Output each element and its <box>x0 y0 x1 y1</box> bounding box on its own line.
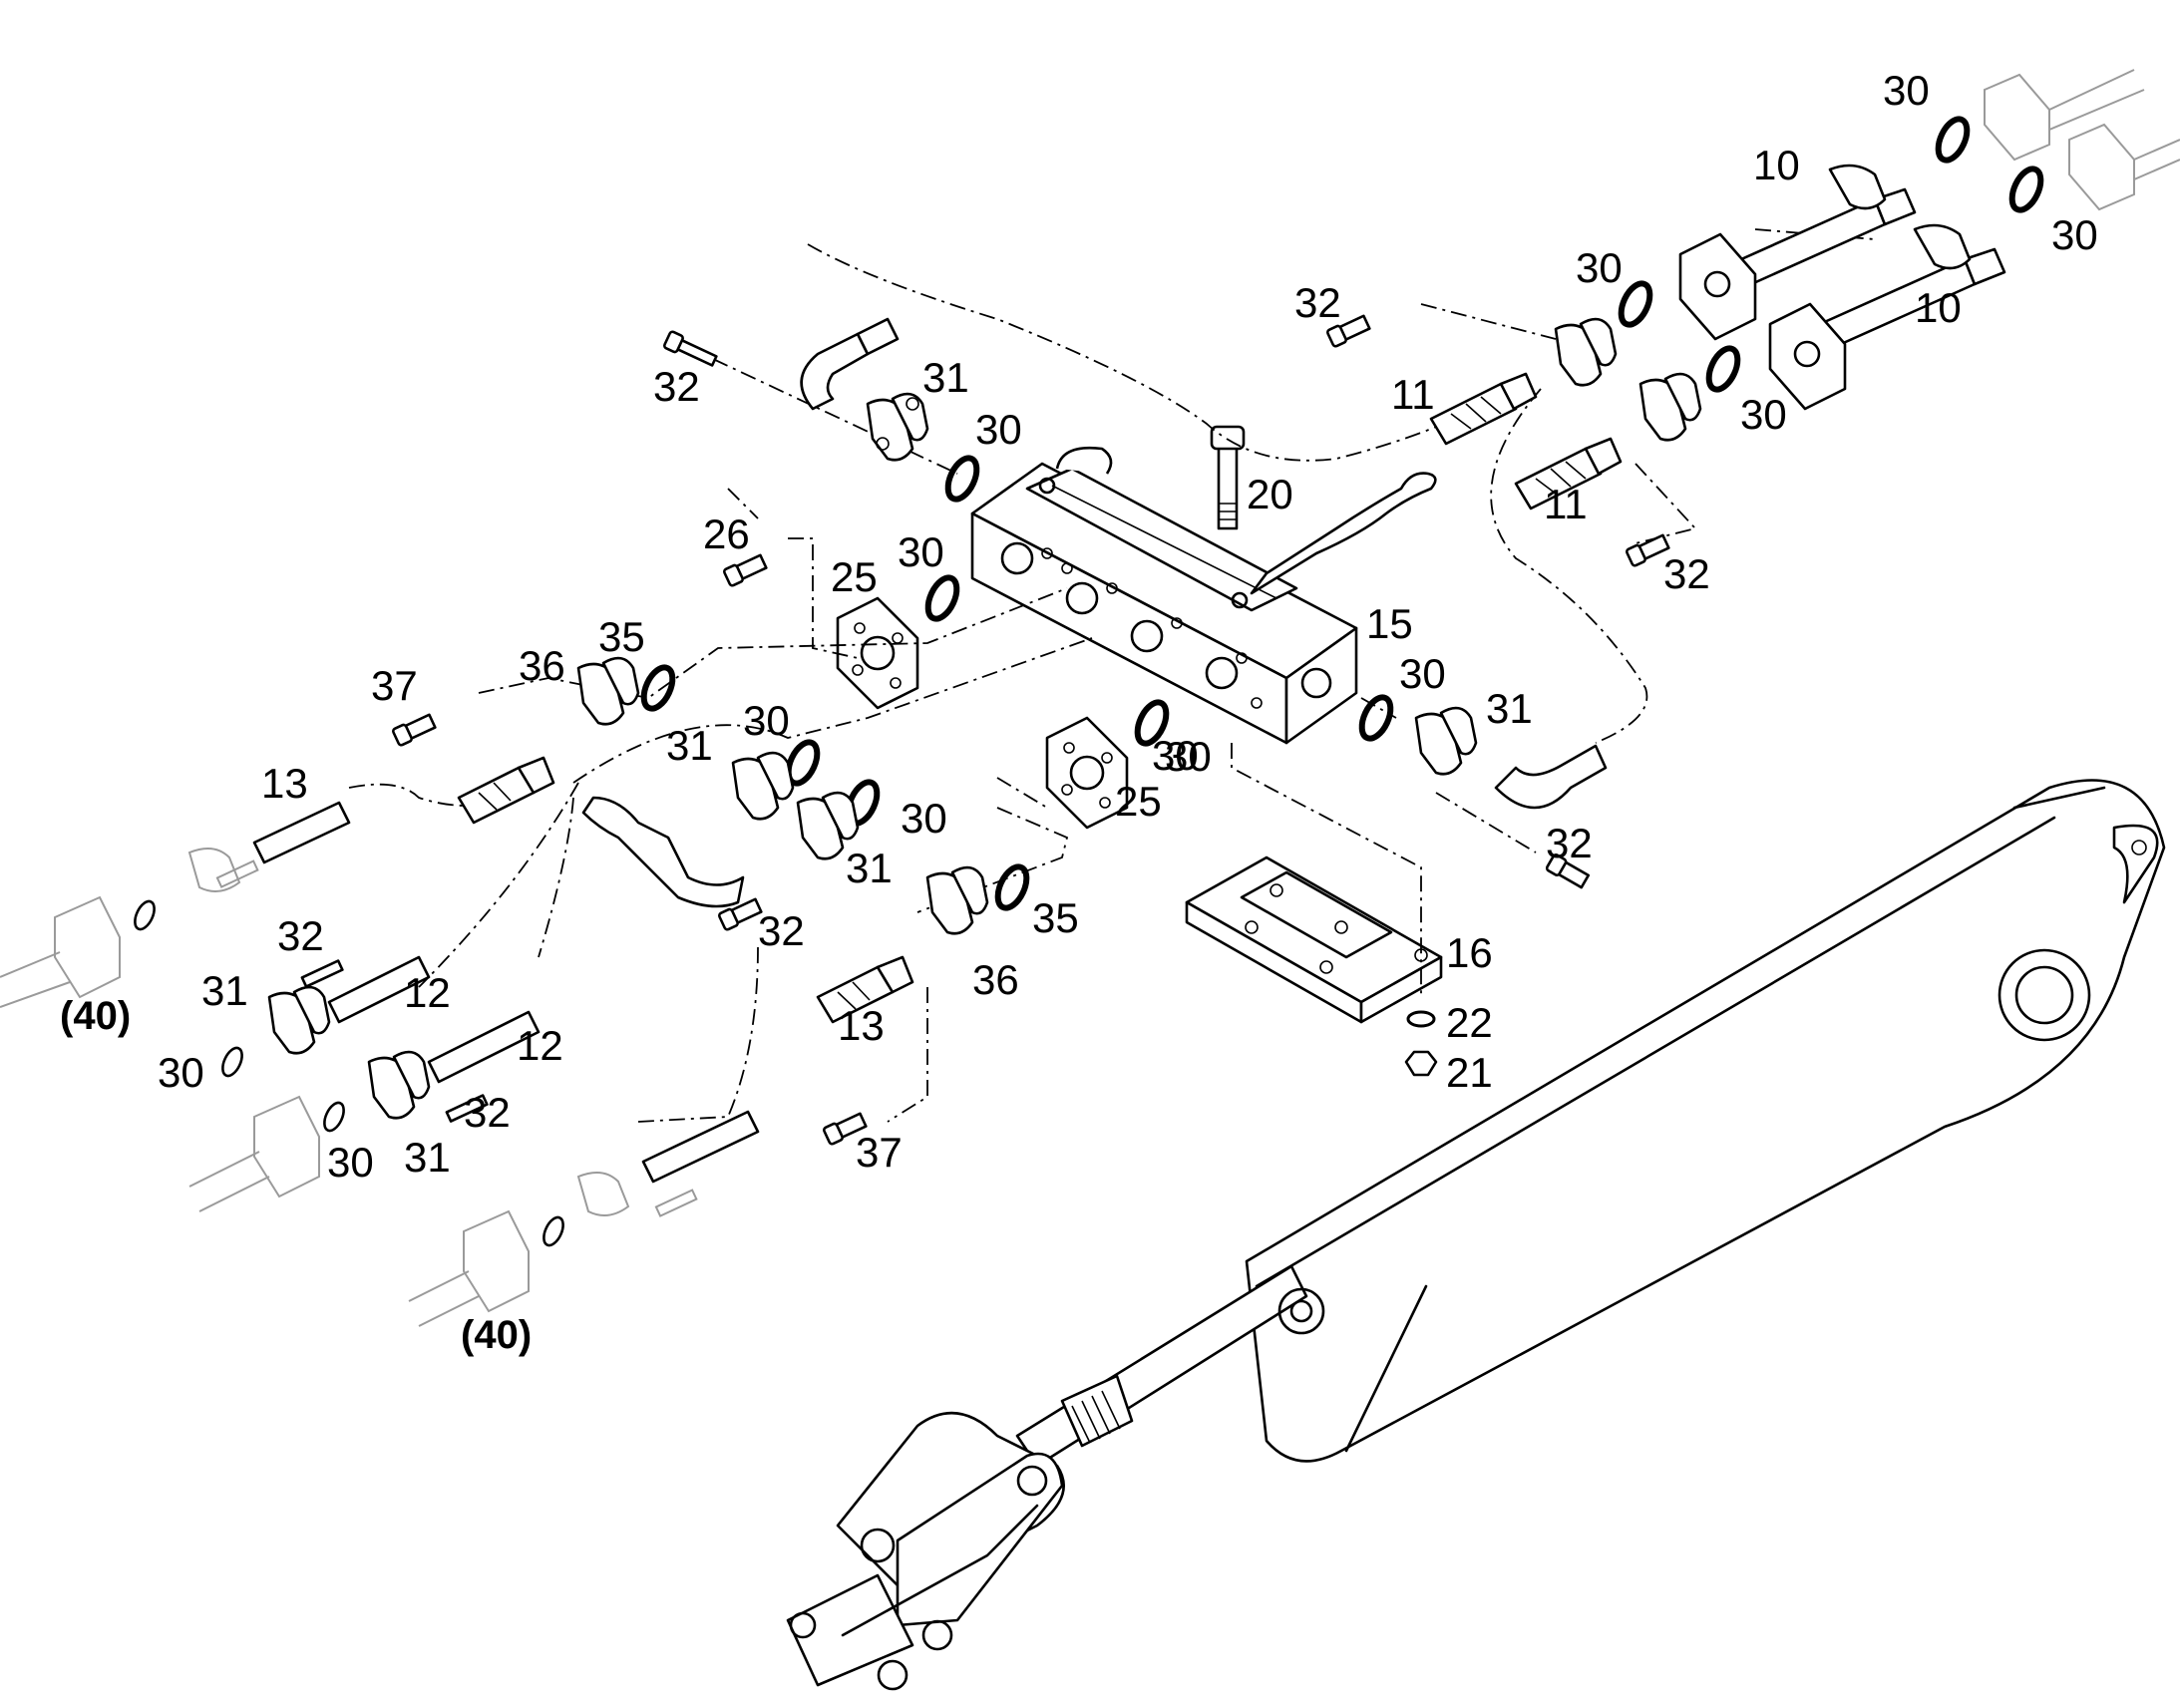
boom-arm <box>786 779 2166 1691</box>
reference-40: (40) <box>461 1313 532 1357</box>
callout-21: 21 <box>1446 1049 1493 1096</box>
callout-37: 37 <box>856 1129 903 1176</box>
callout-30: 30 <box>1165 733 1212 780</box>
callout-20: 20 <box>1247 471 1293 517</box>
callout-36: 36 <box>972 956 1019 1003</box>
callout-30: 30 <box>1883 67 1930 114</box>
flange-plate-25-lower <box>1045 716 1129 830</box>
callout-31: 31 <box>201 967 248 1014</box>
callout-32: 32 <box>758 907 805 954</box>
callout-35: 35 <box>598 613 645 660</box>
callout-25: 25 <box>831 553 878 600</box>
callout-labels: 30 10 30 30 10 32 30 30 11 11 32 32 31 3… <box>60 67 2098 1357</box>
sub-plate-16 <box>1185 855 1443 1077</box>
callout-11: 11 <box>1544 481 1588 527</box>
callout-31: 31 <box>666 722 713 769</box>
callout-15: 15 <box>1366 600 1413 647</box>
callout-12: 12 <box>404 969 451 1016</box>
reference-40: (40) <box>60 994 131 1038</box>
callout-10: 10 <box>1915 284 1962 331</box>
callout-30: 30 <box>901 795 947 842</box>
callout-22: 22 <box>1446 999 1493 1046</box>
flange-clamps <box>267 317 1702 1120</box>
callout-13: 13 <box>838 1002 885 1049</box>
hoses <box>252 187 2006 1184</box>
ghost-components <box>0 69 2180 1327</box>
callout-30: 30 <box>158 1049 204 1096</box>
callout-30: 30 <box>1576 244 1623 291</box>
callout-32: 32 <box>464 1089 511 1136</box>
callout-32: 32 <box>653 363 700 410</box>
callout-32: 32 <box>1294 279 1341 326</box>
callout-10: 10 <box>1753 142 1800 188</box>
manifold-block <box>970 446 1437 745</box>
flanges-upper <box>1678 164 1972 411</box>
callout-31: 31 <box>1486 685 1533 732</box>
callout-36: 36 <box>519 642 565 689</box>
o-rings <box>134 116 2044 1247</box>
callout-25: 25 <box>1115 778 1162 825</box>
callout-32: 32 <box>277 912 324 959</box>
callout-31: 31 <box>922 354 969 401</box>
callout-30: 30 <box>898 528 944 575</box>
callout-30: 30 <box>2051 211 2098 258</box>
callout-30: 30 <box>1399 650 1446 697</box>
callout-12: 12 <box>517 1022 563 1069</box>
callout-13: 13 <box>261 760 308 807</box>
callout-26: 26 <box>703 511 750 557</box>
callout-32: 32 <box>1546 820 1593 866</box>
callout-30: 30 <box>743 697 790 744</box>
callout-16: 16 <box>1446 929 1493 976</box>
callout-11: 11 <box>1391 371 1435 418</box>
callout-35: 35 <box>1032 894 1079 941</box>
callout-31: 31 <box>404 1134 451 1181</box>
callout-32: 32 <box>1663 550 1710 597</box>
callout-30: 30 <box>1152 732 1199 779</box>
callout-30: 30 <box>1740 391 1787 438</box>
callout-37: 37 <box>371 662 418 709</box>
flange-plate-25-upper <box>836 596 919 710</box>
callout-31: 31 <box>846 845 893 891</box>
bolt-20 <box>1210 425 1246 530</box>
callout-30: 30 <box>975 406 1022 453</box>
assembly-lines <box>348 228 1876 1123</box>
callout-30: 30 <box>327 1139 374 1186</box>
bolts <box>215 314 1670 1217</box>
